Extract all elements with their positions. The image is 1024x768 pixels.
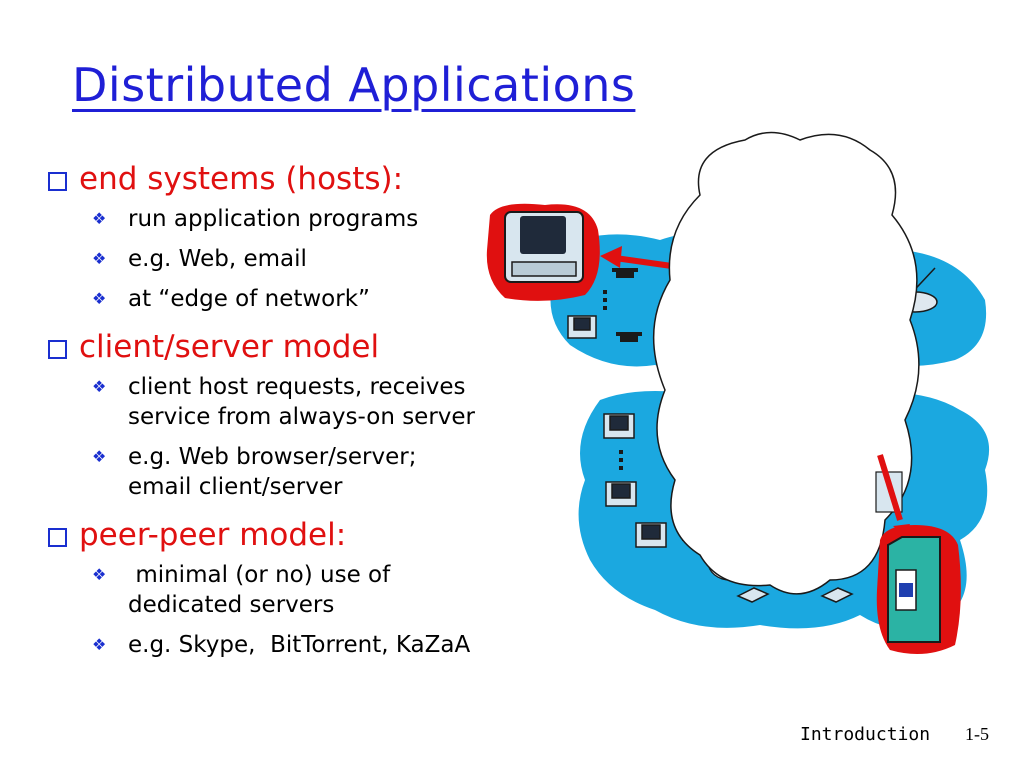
- diamond-icon: ❖: [92, 209, 107, 228]
- internet-cloud: [652, 131, 920, 595]
- hollow-square-icon: [48, 340, 67, 359]
- server-icon: [876, 525, 961, 654]
- sub-bullet-text: e.g. Web, email: [128, 246, 307, 272]
- sub-bullet-text: e.g. Skype, BitTorrent, KaZaA: [128, 632, 471, 658]
- sub-bullet-text: run application programs: [128, 206, 419, 232]
- client-host-icon: [486, 203, 600, 301]
- sub-bullet: ❖ minimal (or no) use of dedicated serve…: [92, 560, 422, 620]
- bullet-main: peer-peer model:: [48, 516, 548, 554]
- footer-section-label: Introduction: [800, 724, 931, 745]
- hollow-square-icon: [48, 172, 67, 191]
- diamond-icon: ❖: [92, 289, 107, 308]
- sub-bullet-text: client host requests, receives service f…: [128, 374, 476, 430]
- bullet-text: end systems (hosts):: [79, 161, 404, 197]
- bullet-main: client/server model: [48, 328, 548, 366]
- bullet-list: end systems (hosts): ❖ run application p…: [48, 160, 548, 674]
- phone-icon: [612, 268, 642, 342]
- arrowhead-icon: [600, 246, 622, 268]
- laptop-icon: [736, 587, 854, 603]
- bullet-text: peer-peer model:: [79, 517, 347, 553]
- diamond-icon: ❖: [92, 447, 107, 466]
- response-arrow: [877, 454, 903, 521]
- diamond-icon: ❖: [92, 565, 107, 584]
- sub-bullet: ❖ e.g. Skype, BitTorrent, KaZaA: [92, 630, 548, 660]
- page-number: 1-5: [965, 724, 989, 744]
- sub-bullet-text: e.g. Web browser/server; email client/se…: [128, 444, 417, 500]
- sub-bullet: ❖ e.g. Web browser/server; email client/…: [92, 442, 472, 502]
- sub-bullet: ❖ run application programs: [92, 204, 548, 234]
- sub-bullet-text: minimal (or no) use of dedicated servers: [128, 562, 398, 618]
- slide-title: Distributed Applications: [72, 58, 636, 112]
- bullet-group-end-systems: end systems (hosts): ❖ run application p…: [48, 160, 548, 314]
- diamond-icon: ❖: [92, 249, 107, 268]
- diamond-icon: ❖: [92, 635, 107, 654]
- sub-bullet: ❖ at “edge of network”: [92, 284, 548, 314]
- bullet-text: client/server model: [79, 329, 380, 365]
- bullet-group-peer-peer: peer-peer model: ❖ minimal (or no) use o…: [48, 516, 548, 660]
- sub-bullet: ❖ client host requests, receives service…: [92, 372, 512, 432]
- sub-bullet: ❖ e.g. Web, email: [92, 244, 548, 274]
- small-host-icon: [567, 315, 667, 548]
- hollow-square-icon: [48, 528, 67, 547]
- bullet-group-client-server: client/server model ❖ client host reques…: [48, 328, 548, 502]
- sub-bullet-text: at “edge of network”: [128, 286, 370, 312]
- bullet-main: end systems (hosts):: [48, 160, 548, 198]
- diamond-icon: ❖: [92, 377, 107, 396]
